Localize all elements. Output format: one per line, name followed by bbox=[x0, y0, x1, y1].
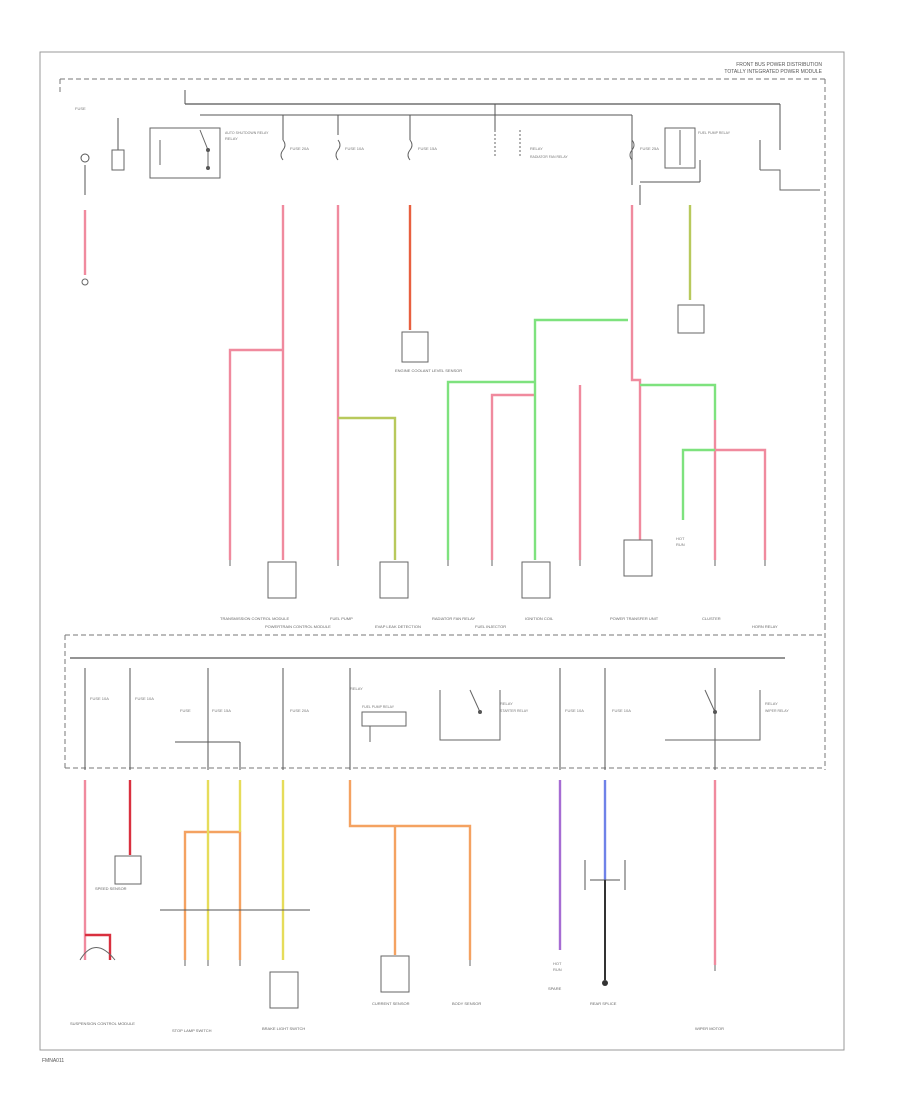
wire-tcm-pink bbox=[228, 348, 283, 560]
label-power-transfer-unit: POWER TRANSFER UNIT bbox=[610, 616, 659, 621]
wire-lower-orange-main bbox=[348, 780, 472, 960]
label-body-sensor: BODY SENSOR bbox=[452, 1001, 481, 1006]
label-rear-splice: REAR SPLICE bbox=[590, 1001, 617, 1006]
wire-lower-red-pink bbox=[85, 933, 112, 960]
wire-cluster-green bbox=[640, 383, 717, 420]
upper-relay-center: RELAY bbox=[494, 130, 543, 158]
label-engine-coolant-level-sensor: ENGINE COOLANT LEVEL SENSOR bbox=[395, 368, 462, 373]
label-evap-leak-detection: EVAP LEAK DETECTION bbox=[375, 624, 421, 629]
footer-code: FMNA011 bbox=[42, 1058, 64, 1064]
wire-cluster-green-branch bbox=[681, 448, 715, 520]
label-lower-relay-1: STARTER RELAY bbox=[500, 709, 529, 713]
wire-horn-pink bbox=[715, 448, 767, 560]
upper-connector-pcm bbox=[267, 561, 297, 599]
label-transmission-control-module: TRANSMISSION CONTROL MODULE bbox=[220, 616, 290, 621]
lower-relay-right: RELAY bbox=[665, 689, 778, 741]
label-brake-light-switch: BRAKE LIGHT SWITCH bbox=[262, 1026, 305, 1031]
lower-connector-brake-switch bbox=[269, 971, 299, 1009]
lower-power-module: FUSE 10A FUSE 10A FUSE FUSE 15A FUSE 20A… bbox=[64, 625, 826, 770]
svg-text:RELAY: RELAY bbox=[530, 146, 543, 151]
upper-connector-evap bbox=[379, 561, 409, 599]
lower-connector-speed-sensor bbox=[114, 855, 142, 885]
label-ignition-coil: IGNITION COIL bbox=[525, 616, 554, 621]
upper-device-right-relay bbox=[677, 304, 705, 334]
svg-text:RUN: RUN bbox=[553, 967, 562, 972]
upper-wires bbox=[83, 205, 767, 560]
svg-text:RELAY: RELAY bbox=[225, 136, 238, 141]
label-upper-relay-1: RADIATOR FAN RELAY bbox=[530, 155, 568, 159]
svg-text:FUSE 10A: FUSE 10A bbox=[612, 708, 631, 713]
label-speed-sensor: SPEED SENSOR bbox=[95, 886, 127, 891]
label-powertrain-control-module: POWERTRAIN CONTROL MODULE bbox=[265, 624, 331, 629]
lower-wires bbox=[83, 780, 717, 965]
upper-left-fuse-branch: FUSE bbox=[75, 106, 125, 195]
lower-devices: HOT RUN bbox=[79, 855, 716, 1009]
svg-text:FUSE 10A: FUSE 10A bbox=[135, 696, 154, 701]
svg-text:FUSE 20A: FUSE 20A bbox=[290, 708, 309, 713]
label-current-sensor: CURRENT SENSOR bbox=[372, 1001, 410, 1006]
svg-text:FUSE 15A: FUSE 15A bbox=[212, 708, 231, 713]
upper-device-coolant-sensor bbox=[401, 331, 429, 363]
upper-module-labels: TRANSMISSION CONTROL MODULE POWERTRAIN C… bbox=[220, 368, 778, 629]
svg-text:HOT: HOT bbox=[553, 961, 562, 966]
diagram-title-line2: TOTALLY INTEGRATED POWER MODULE bbox=[724, 69, 822, 75]
label-suspension-control-module: SUSPENSION CONTROL MODULE bbox=[70, 1021, 135, 1026]
wire-main-green bbox=[533, 318, 628, 560]
svg-text:FUSE: FUSE bbox=[180, 708, 191, 713]
wire-evap-yellow-green bbox=[338, 416, 397, 560]
label-upper-relay-2: FUEL PUMP RELAY bbox=[698, 131, 731, 135]
svg-text:FUSE 15A: FUSE 15A bbox=[418, 146, 437, 151]
svg-text:FUSE 10A: FUSE 10A bbox=[345, 146, 364, 151]
label-fuel-pump: FUEL PUMP bbox=[330, 616, 353, 621]
svg-text:RELAY: RELAY bbox=[765, 701, 778, 706]
upper-devices: HOT RUN bbox=[81, 278, 766, 599]
wire-lower-orange-left bbox=[183, 830, 242, 960]
label-fuel-injector: FUEL INJECTOR bbox=[475, 624, 506, 629]
label-horn-relay: HORN RELAY bbox=[752, 624, 778, 629]
wire-injector-pink bbox=[490, 393, 535, 560]
svg-text:FUSE: FUSE bbox=[75, 106, 86, 111]
svg-text:RUN: RUN bbox=[676, 542, 685, 547]
svg-text:FUSE 10A: FUSE 10A bbox=[90, 696, 109, 701]
svg-text:RELAY: RELAY bbox=[500, 701, 513, 706]
label-upper-relay-0: AUTO SHUTDOWN RELAY bbox=[225, 131, 269, 135]
upper-connector-radiator bbox=[521, 561, 551, 599]
upper-relay-right bbox=[639, 127, 820, 205]
relay-labels: AUTO SHUTDOWN RELAY RADIATOR FAN RELAY F… bbox=[225, 131, 789, 713]
label-spare: SPARE bbox=[548, 986, 562, 991]
svg-text:RELAY: RELAY bbox=[350, 686, 363, 691]
svg-text:FUSE 25A: FUSE 25A bbox=[640, 146, 659, 151]
label-lower-relay-2: WIPER RELAY bbox=[765, 709, 789, 713]
diagram-title-line1: FRONT BUS POWER DISTRIBUTION bbox=[736, 62, 822, 68]
upper-connector-ptu bbox=[623, 539, 653, 577]
upper-fuse-symbols: FUSE 20A FUSE 10A FUSE 15A FUSE 25A bbox=[280, 139, 659, 161]
label-lower-relay-0: FUEL PUMP RELAY bbox=[362, 705, 395, 709]
lower-relay-center: RELAY bbox=[439, 689, 513, 741]
wire-ptu-pink bbox=[630, 205, 642, 540]
svg-text:FUSE 10A: FUSE 10A bbox=[565, 708, 584, 713]
lower-connector-current-sensor bbox=[380, 955, 410, 993]
label-wiper-motor: WIPER MOTOR bbox=[695, 1026, 724, 1031]
lower-module-labels: SUSPENSION CONTROL MODULE SPEED SENSOR S… bbox=[70, 886, 724, 1033]
svg-text:FUSE 20A: FUSE 20A bbox=[290, 146, 309, 151]
svg-text:HOT: HOT bbox=[676, 536, 685, 541]
upper-relay-left: RELAY bbox=[149, 127, 238, 179]
upper-power-module bbox=[59, 78, 826, 625]
wire-radiator-green bbox=[446, 380, 535, 560]
label-stop-lamp-switch: STOP LAMP SWITCH bbox=[172, 1028, 212, 1033]
label-cluster: CLUSTER bbox=[702, 616, 721, 621]
diagram-frame bbox=[39, 51, 845, 1051]
label-radiator-fan-relay: RADIATOR FAN RELAY bbox=[432, 616, 475, 621]
lower-relay-center-left: RELAY bbox=[350, 686, 407, 742]
